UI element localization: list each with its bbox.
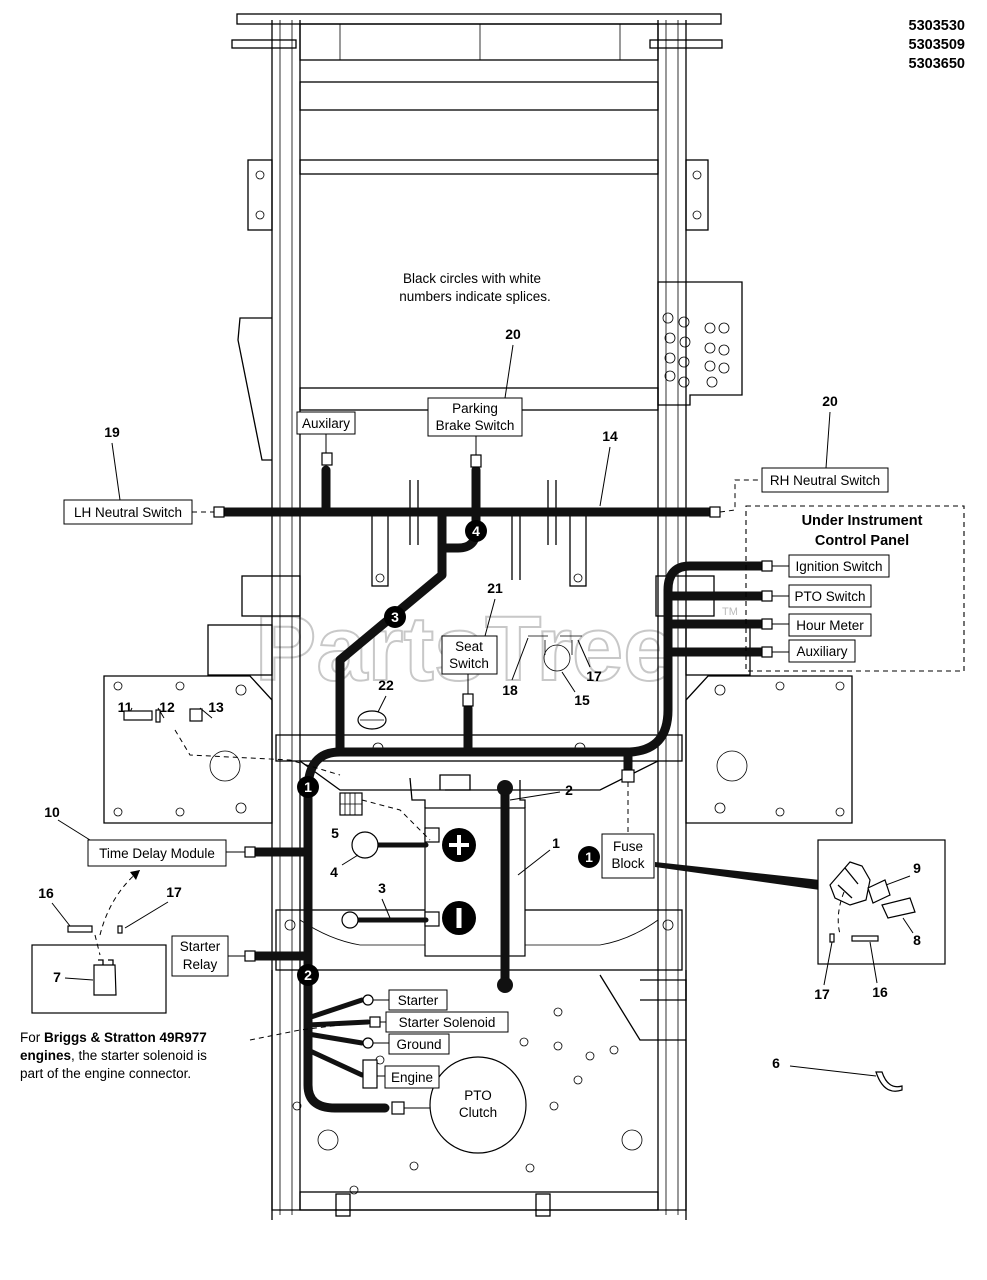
seat-switch-label-line-2: Switch	[449, 656, 489, 671]
splice-3: 3	[391, 609, 399, 625]
ignition-switch-label: Ignition Switch	[795, 559, 882, 574]
splice-note-line-2: numbers indicate splices.	[399, 289, 551, 304]
part-number-3: 5303650	[909, 56, 965, 72]
callout-12: 12	[159, 699, 175, 715]
hour-meter-label: Hour Meter	[796, 618, 864, 633]
callout-16-right: 16	[872, 984, 888, 1000]
callout-4: 4	[330, 864, 338, 880]
callout-16-left: 16	[38, 885, 54, 901]
callout-17-right: 17	[814, 986, 830, 1002]
starter-solenoid-label: Starter Solenoid	[399, 1015, 496, 1030]
splice-2: 2	[304, 967, 312, 983]
pto-switch-label: PTO Switch	[794, 589, 865, 604]
seat-switch-label-line-1: Seat	[455, 639, 483, 654]
starter-relay-label-line-1: Starter	[180, 939, 221, 954]
lh-neutral-switch-label: LH Neutral Switch	[74, 505, 182, 520]
pto-clutch-label-line-1: PTO	[464, 1088, 492, 1103]
callout-5: 5	[331, 825, 339, 841]
watermark-tm: TM	[722, 606, 738, 618]
callout-9: 9	[913, 860, 921, 876]
part-number-1: 5303530	[909, 18, 965, 34]
splice-1-fuse: 1	[585, 849, 593, 865]
parking-brake-label-line-2: Brake Switch	[436, 418, 515, 433]
clip-part-6	[875, 1071, 903, 1092]
callout-21: 20	[505, 326, 521, 342]
callout-8: 8	[913, 932, 921, 948]
callout-23: 22	[378, 677, 394, 693]
fuse-block-label-line-1: Fuse	[613, 839, 643, 854]
panel-title-line-1: Under Instrument	[802, 513, 923, 529]
rh-neutral-switch-label: RH Neutral Switch	[770, 473, 880, 488]
auxiliary-panel-label: Auxiliary	[796, 644, 847, 659]
briggs-note-line-2: engines, the starter solenoid is	[20, 1048, 207, 1063]
callouts: 19 20 20 14 21 22 18 15 17 11 12 13 5	[44, 326, 838, 919]
callout-20-right: 20	[822, 393, 838, 409]
pto-clutch-body	[429, 1056, 527, 1154]
starter-relay-label-line-2: Relay	[183, 957, 218, 972]
splice-note-line-1: Black circles with white	[403, 271, 541, 286]
splices: 4 3 1 2 1	[297, 520, 600, 986]
time-delay-module-label: Time Delay Module	[99, 846, 215, 861]
panel-title-line-2: Control Panel	[815, 533, 909, 549]
splice-1: 1	[304, 779, 312, 795]
starter-label: Starter	[398, 993, 439, 1008]
callout-19: 18	[502, 682, 518, 698]
briggs-note-line-3: part of the engine connector.	[20, 1066, 191, 1081]
part-number-2: 5303509	[909, 37, 965, 53]
callout-20-left: 19	[104, 424, 120, 440]
auxilary-label: Auxilary	[302, 416, 350, 431]
briggs-note-line-1: For Briggs & Stratton 49R977	[20, 1030, 207, 1045]
callout-18: 17	[586, 668, 602, 684]
callout-10: 10	[44, 804, 60, 820]
callout-3: 3	[378, 880, 386, 896]
callout-14: 14	[602, 428, 618, 444]
callout-2: 2	[565, 782, 573, 798]
wire-harness	[217, 465, 820, 1113]
callout-6: 6	[772, 1055, 780, 1071]
callout-7: 7	[53, 969, 61, 985]
callout-13: 13	[208, 699, 224, 715]
splice-4: 4	[472, 523, 480, 539]
parking-brake-label-line-1: Parking	[452, 401, 498, 416]
fuse-block-detail: 9 8 17 16	[814, 839, 946, 1002]
callout-1: 1	[552, 835, 560, 851]
engine-label: Engine	[391, 1070, 433, 1085]
callout-15: 15	[574, 692, 590, 708]
pto-clutch-label-line-2: Clutch	[459, 1105, 497, 1120]
starter-relay-detail: 7 16 17	[31, 869, 182, 1014]
callout-17-left: 17	[166, 884, 182, 900]
ground-label: Ground	[396, 1037, 441, 1052]
callout-22: 21	[487, 580, 503, 596]
fuse-block-label-line-2: Block	[611, 856, 644, 871]
